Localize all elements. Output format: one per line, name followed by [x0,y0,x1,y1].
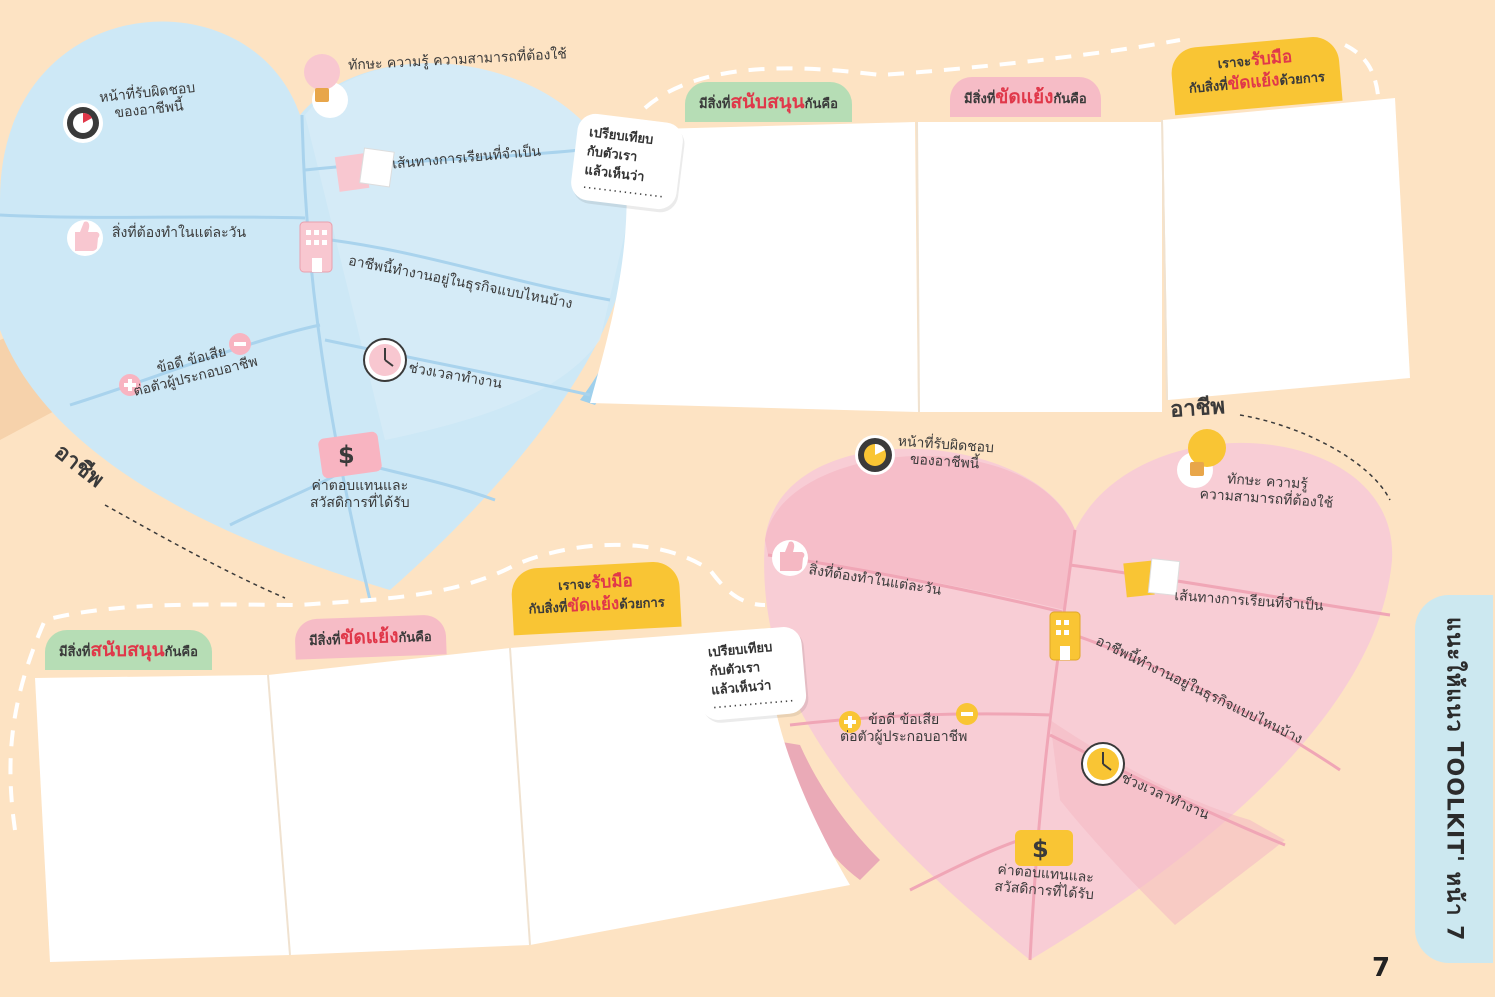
book-icon-pink [1123,558,1181,598]
money-icon: $ [318,431,382,479]
target-icon-pink [855,435,895,475]
top-cope-line1-pre: เราจะ [1217,54,1252,73]
bottom-cope-line1-pre: เราจะ [557,577,592,594]
top-compare-dots: ................ [581,176,666,202]
page-number: 7 [1372,953,1391,983]
target-icon [63,103,103,143]
top-cope-line2-highlight: ขัดแย้ง [1226,70,1281,95]
bottom-conflict-tab: มีสิ่งที่ขัดแย้งกันคือ [294,614,447,660]
blue-daily-tasks-label: สิ่งที่ต้องทำในแต่ละวัน [112,225,247,241]
top-conflict-tab: มีสิ่งที่ขัดแย้งกันคือ [950,77,1101,117]
book-icon [334,147,395,192]
blue-compensation-label: ค่าตอบแทนและ สวัสดิการที่ได้รับ [310,478,410,511]
career-dash-right [1239,414,1391,501]
svg-text:$: $ [338,441,355,469]
thumbs-up-icon-pink [772,540,808,576]
money-icon-pink: $ [1015,830,1073,866]
bottom-conflict-highlight: ขัดแย้ง [340,625,399,650]
top-cope-line1-highlight: รับมือ [1250,46,1293,71]
bottom-panels [8,542,850,962]
thumbs-up-icon [67,220,103,256]
top-conflict-post: กันคือ [1053,92,1087,107]
plus-icon-pink [839,711,861,733]
clock-icon [363,338,407,382]
career-label-right: อาชีพ [1169,394,1226,423]
pink-pros-cons-label: ข้อดี ข้อเสีย ต่อตัวผู้ประกอบอาชีพ [840,712,968,745]
minus-icon [229,333,251,355]
bottom-compare-dots: ................ [711,690,796,713]
building-icon [299,221,333,273]
bottom-cope-line1-highlight: รับมือ [590,571,634,594]
bottom-support-highlight: สนับสนุน [90,639,165,661]
top-cope-line2-post: ด้วยการ [1278,70,1326,89]
bottom-cope-line2-post: ด้วยการ [618,595,666,613]
bottom-cope-line2-pre: กับสิ่งที่ [528,600,568,618]
bottom-support-pre: มีสิ่งที่ [59,645,91,660]
sidebar-tab [1415,595,1493,963]
top-conflict-highlight: ขัดแย้ง [995,86,1054,108]
sidebar-tab-label: แนะให้แนว TOOLKIT' หน้า 7 [1441,616,1467,942]
top-compare-bubble: เปรียบเทียบ กับตัวเรา แล้วเห็นว่า.......… [569,111,686,212]
top-conflict-pre: มีสิ่งที่ [964,92,996,107]
top-support-tab: มีสิ่งที่สนับสนุนกันคือ [685,82,852,122]
svg-text:$: $ [1032,835,1049,863]
bottom-cope-tab: เราจะรับมือกับสิ่งที่ขัดแย้งด้วยการ [510,560,683,636]
top-support-pre: มีสิ่งที่ [699,97,731,112]
bottom-compare-bubble: เปรียบเทียบ กับตัวเรา แล้วเห็นว่า.......… [694,625,808,722]
top-cope-line2-pre: กับสิ่งที่ [1188,78,1229,97]
career-dash-left [104,504,286,599]
clock-icon-pink [1081,742,1125,786]
bottom-support-tab: มีสิ่งที่สนับสนุนกันคือ [45,630,212,670]
bottom-compare-text: เปรียบเทียบ กับตัวเรา แล้วเห็นว่า [707,640,773,699]
bottom-support-post: กันคือ [164,645,198,660]
minus-icon-pink [956,703,978,725]
bottom-cope-line2-highlight: ขัดแย้ง [566,593,620,617]
top-support-highlight: สนับสนุน [730,91,805,113]
bottom-conflict-post: กันคือ [398,629,432,647]
pink-responsibility-label: หน้าที่รับผิดชอบ ของอาชีพนี้ [897,433,995,473]
top-compare-text: เปรียบเทียบ กับตัวเรา แล้วเห็นว่า [583,125,655,186]
lightbulb-icon [304,54,348,118]
lightbulb-icon-pink [1177,429,1226,488]
top-support-post: กันคือ [804,97,838,112]
bottom-conflict-pre: มีสิ่งที่ [308,633,341,650]
plus-icon [119,374,141,396]
building-icon-pink [1049,611,1081,661]
